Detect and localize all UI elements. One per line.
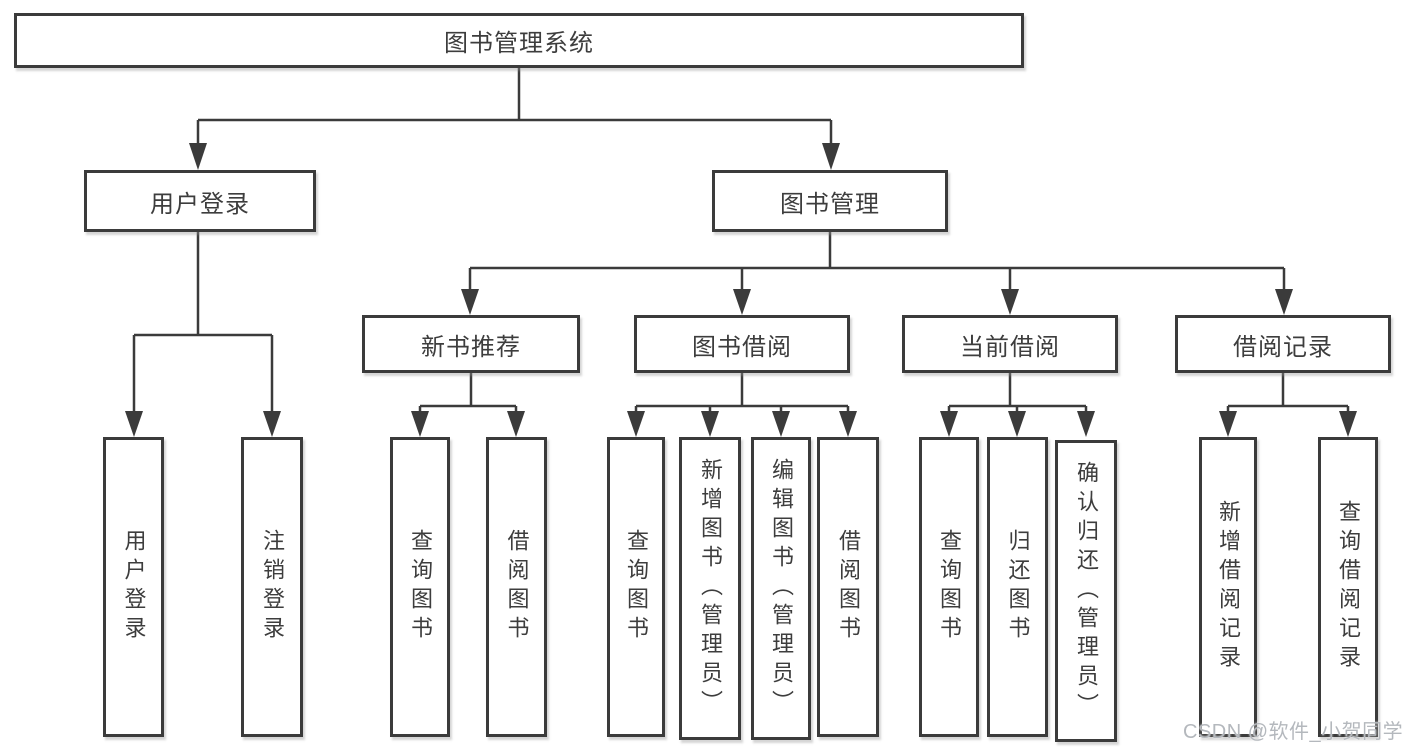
leaf-add-books-admin: 新增图书（管理员） <box>679 437 741 740</box>
connector-new-book-children <box>411 373 525 437</box>
leaf-return-books: 归还图书 <box>987 437 1048 737</box>
leaf-borrow-books-2: 借阅图书 <box>817 437 879 737</box>
node-label: 当前借阅 <box>960 333 1060 361</box>
node-label: 用户登录 <box>150 190 250 218</box>
leaf-add-borrow-record: 新增借阅记录 <box>1199 437 1257 737</box>
connector-current-borrow-children <box>940 373 1095 437</box>
node-borrowing-records: 借阅记录 <box>1175 315 1391 373</box>
connector-book-borrow-children <box>627 373 857 437</box>
node-book-borrowing: 图书借阅 <box>634 315 850 373</box>
node-label: 编辑图书（管理员） <box>769 458 794 719</box>
node-user-login: 用户登录 <box>84 170 316 232</box>
leaf-query-books-3: 查询图书 <box>919 437 979 737</box>
leaf-confirm-return-admin: 确认归还（管理员） <box>1055 440 1117 742</box>
node-label: 图书管理 <box>780 190 880 218</box>
node-root: 图书管理系统 <box>14 13 1024 68</box>
node-label: 查询图书 <box>624 529 649 645</box>
node-label: 查询图书 <box>408 529 433 645</box>
node-label: 借阅记录 <box>1233 333 1333 361</box>
watermark-text: CSDN @软件_小贺同学 <box>1183 721 1404 743</box>
connector-book-management-children <box>461 232 1293 315</box>
connector-user-login-children <box>125 232 281 437</box>
node-label: 新书推荐 <box>421 333 521 361</box>
node-label: 归还图书 <box>1005 529 1031 645</box>
leaf-edit-books-admin: 编辑图书（管理员） <box>751 437 811 740</box>
node-label: 新增借阅记录 <box>1216 500 1241 674</box>
node-book-management: 图书管理 <box>712 170 948 232</box>
node-label: 借阅图书 <box>504 529 530 645</box>
leaf-borrow-books-1: 借阅图书 <box>486 437 547 737</box>
node-label: 借阅图书 <box>836 529 861 645</box>
connector-root-to-level2 <box>189 68 840 170</box>
node-label: 查询借阅记录 <box>1336 500 1361 674</box>
node-label: 注销登录 <box>260 529 285 645</box>
node-current-borrowing: 当前借阅 <box>902 315 1118 373</box>
leaf-query-books-1: 查询图书 <box>390 437 450 737</box>
node-label: 确认归还（管理员） <box>1074 460 1099 722</box>
node-label: 图书借阅 <box>692 333 792 361</box>
leaf-user-login: 用户登录 <box>103 437 164 737</box>
leaf-query-borrow-record: 查询借阅记录 <box>1318 437 1378 737</box>
connector-borrow-records-children <box>1219 373 1357 437</box>
leaf-query-books-2: 查询图书 <box>607 437 665 737</box>
node-new-book-recommendation: 新书推荐 <box>362 315 580 373</box>
node-label: 查询图书 <box>937 529 962 645</box>
leaf-logout: 注销登录 <box>241 437 303 737</box>
node-label: 用户登录 <box>121 529 147 645</box>
node-label: 新增图书（管理员） <box>698 458 723 719</box>
node-label: 图书管理系统 <box>444 30 594 57</box>
